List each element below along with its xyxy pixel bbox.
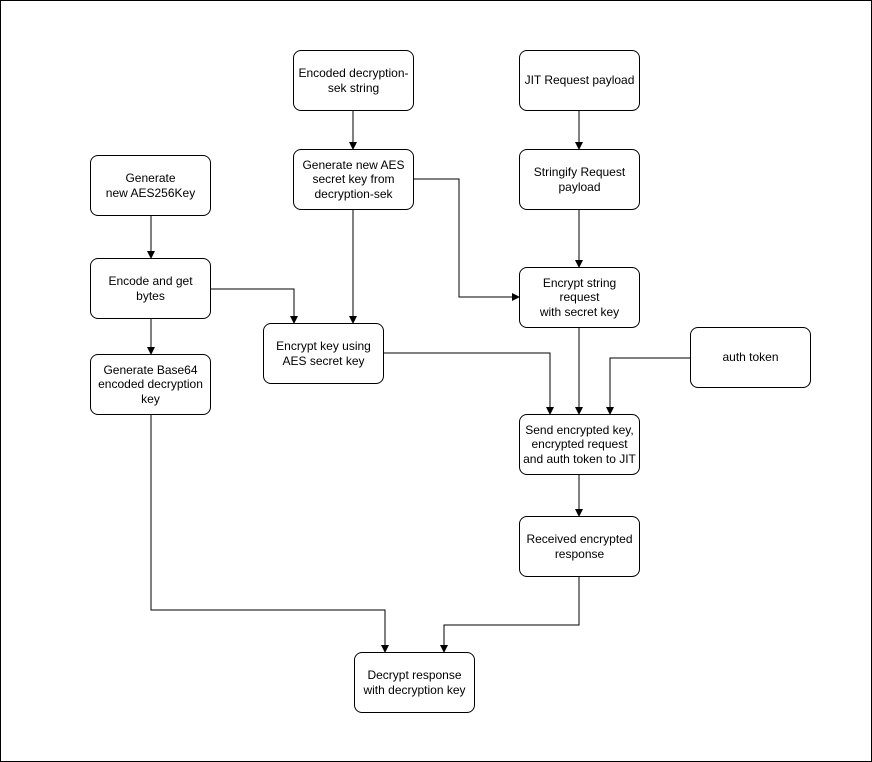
node-auth-token[interactable]: auth token: [690, 327, 811, 388]
node-generate-base64-key[interactable]: Generate Base64 encoded decryption key: [90, 354, 211, 415]
node-label: Generate new AES secret key from decrypt…: [302, 157, 405, 201]
node-label: auth token: [722, 350, 779, 365]
node-received-encrypted-response[interactable]: Received encrypted response: [519, 516, 640, 577]
node-label: Encode and get bytes: [108, 274, 193, 303]
node-stringify-request-payload[interactable]: Stringify Request payload: [519, 149, 640, 210]
node-label: Encrypt key using AES secret key: [276, 339, 371, 368]
node-label: Generate new AES256Key: [105, 171, 196, 200]
node-send-to-jit[interactable]: Send encrypted key, encrypted request an…: [519, 414, 640, 475]
node-label: Stringify Request payload: [533, 165, 626, 194]
node-generate-aes256-key[interactable]: Generate new AES256Key: [90, 155, 211, 216]
node-encode-and-get-bytes[interactable]: Encode and get bytes: [90, 258, 211, 319]
node-label: Decrypt response with decryption key: [363, 668, 466, 697]
node-label: Received encrypted response: [526, 532, 633, 561]
node-generate-aes-secret-key[interactable]: Generate new AES secret key from decrypt…: [293, 149, 414, 210]
node-label: Generate Base64 encoded decryption key: [98, 362, 203, 406]
edge-encrypt-key-to-send: [384, 352, 554, 415]
node-decrypt-response[interactable]: Decrypt response with decryption key: [354, 652, 475, 713]
edge-received-to-decrypt: [440, 577, 580, 653]
node-label: Encrypt string request with secret key: [539, 275, 620, 319]
node-encoded-decryption-sek[interactable]: Encoded decryption- sek string: [293, 50, 414, 111]
node-label: Send encrypted key, encrypted request an…: [523, 422, 636, 466]
edge-base64-to-decrypt: [150, 415, 389, 653]
edge-encode-to-encrypt-key: [211, 288, 298, 324]
node-encrypt-string-request[interactable]: Encrypt string request with secret key: [519, 267, 640, 328]
node-label: JIT Request payload: [524, 73, 635, 88]
node-label: Encoded decryption- sek string: [298, 66, 409, 95]
node-jit-request-payload[interactable]: JIT Request payload: [519, 50, 640, 111]
edge-secret-key-to-encrypt-str: [414, 178, 520, 301]
node-encrypt-key[interactable]: Encrypt key using AES secret key: [263, 323, 384, 384]
edge-auth-to-send: [606, 357, 690, 415]
